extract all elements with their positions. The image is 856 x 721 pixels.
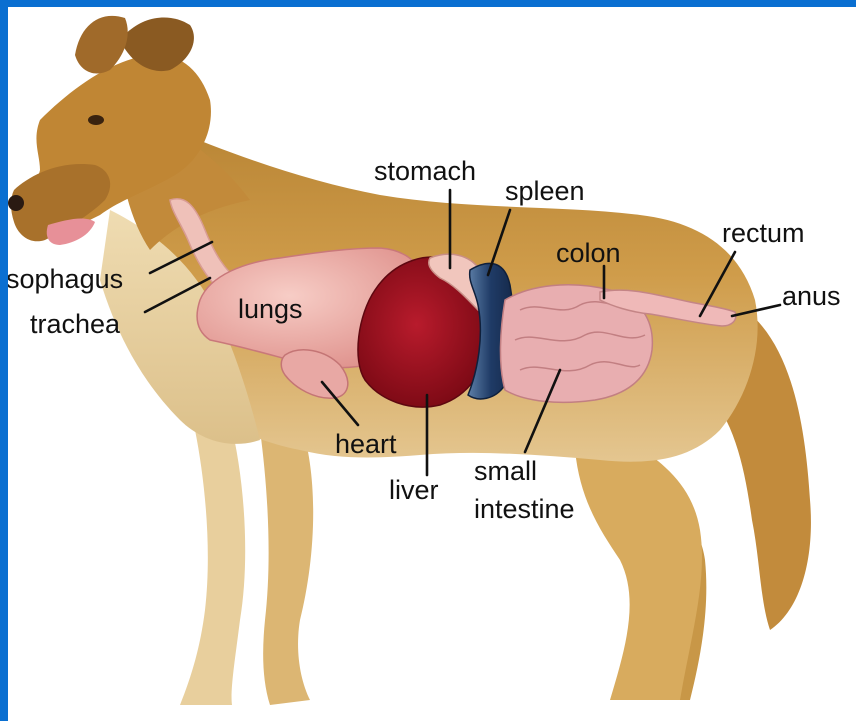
front-leg-rear	[260, 420, 313, 705]
label-small-intestine-line1: small	[474, 456, 537, 486]
label-anus: anus	[782, 281, 841, 311]
eye	[88, 115, 104, 125]
front-leg-front	[180, 420, 245, 705]
label-rectum: rectum	[722, 218, 805, 248]
label-small-intestine-line2: intestine	[474, 494, 575, 524]
diagram-canvas: sophagus trachea lungs stomach spleen co…	[8, 7, 856, 721]
dog-anatomy-diagram: sophagus trachea lungs stomach spleen co…	[8, 7, 856, 721]
label-liver: liver	[389, 475, 439, 505]
label-colon: colon	[556, 238, 621, 268]
label-lungs: lungs	[238, 294, 303, 324]
hind-leg-front	[575, 420, 702, 700]
label-stomach: stomach	[374, 156, 476, 186]
label-heart: heart	[335, 429, 397, 459]
nose	[8, 195, 24, 211]
label-esophagus: sophagus	[8, 264, 123, 294]
label-spleen: spleen	[505, 176, 585, 206]
label-trachea: trachea	[30, 309, 121, 339]
